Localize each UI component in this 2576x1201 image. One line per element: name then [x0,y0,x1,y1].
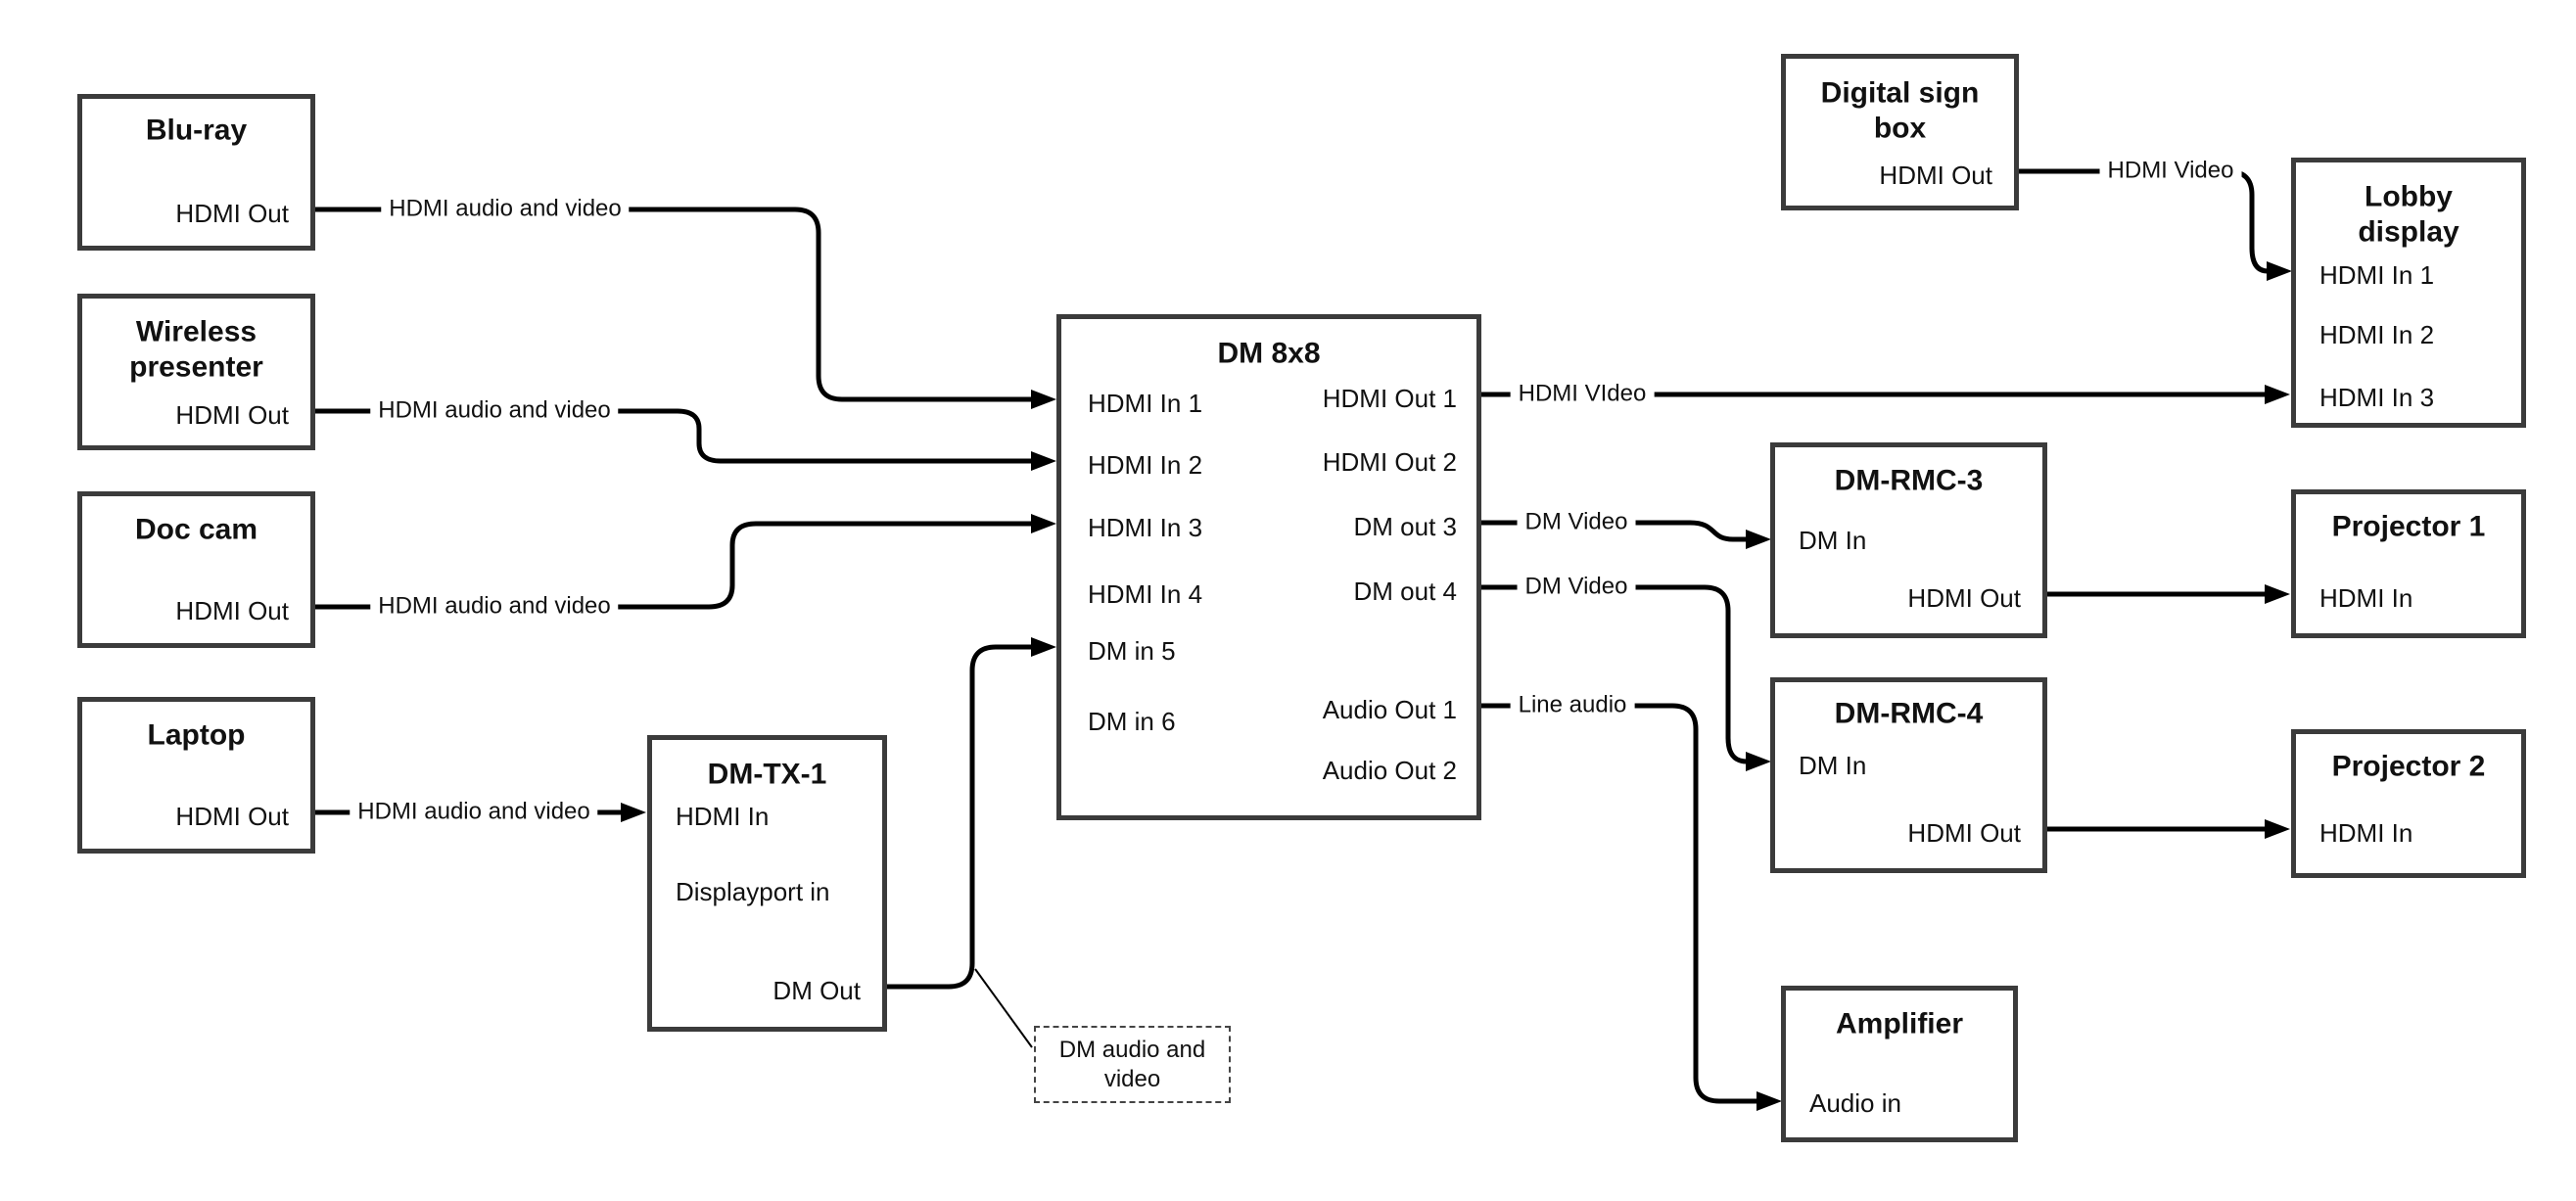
port-dm-out: DM Out [773,975,861,1005]
node-title: presenter [129,350,263,384]
port-displayport-in: Displayport in [676,876,830,906]
note-dm-audio-and-video[interactable]: DM audio and video [1034,1026,1231,1103]
port-dm-in: DM In [1799,525,1867,555]
wire-dmtx1-dmout-to-dm8x8-dm-in-5 [887,637,1056,990]
wire-bluray-to-dm8x8-hdmi-in-1 [315,207,1056,409]
port-hdmi-in: HDMI In [676,801,770,831]
wire-label-hdmi-audio-video: HDMI audio and video [370,592,619,621]
node-dm-8x8[interactable]: DM 8x8 HDMI In 1 HDMI In 2 HDMI In 3 HDM… [1056,314,1481,820]
node-bluray[interactable]: Blu-ray HDMI Out [77,94,315,251]
wire-label-hdmi-audio-video: HDMI audio and video [381,195,630,223]
node-title: display [2358,215,2459,249]
port-hdmi-in-4: HDMI In 4 [1088,578,1203,609]
node-dm-tx-1[interactable]: DM-TX-1 HDMI In Displayport in DM Out [647,735,887,1032]
port-hdmi-in: HDMI In [2319,582,2413,613]
node-title: Projector 2 [2331,750,2486,783]
node-title: Digital sign [1820,76,1980,110]
wire-label-hdmi-video: HDMI Video [2099,157,2242,185]
node-dm-rmc-4[interactable]: DM-RMC-4 DM In HDMI Out [1770,677,2047,873]
node-title: Blu-ray [145,114,248,147]
wire-dm8x8-dm-out-4-to-dmrmc4-dm-in [1481,584,1771,771]
port-hdmi-in-2: HDMI In 2 [2319,319,2435,349]
port-dm-in-6: DM in 6 [1088,706,1176,736]
port-hdmi-out: HDMI Out [175,198,289,228]
node-title: Wireless [135,315,258,348]
port-hdmi-in: HDMI In [2319,817,2413,848]
node-title: DM-RMC-4 [1834,697,1984,730]
wire-label-dm-video: DM Video [1517,573,1636,601]
wire-doccam-to-dm8x8-hdmi-in-3 [315,514,1056,610]
node-title: Doc cam [134,513,258,546]
wire-wireless-to-dm8x8-hdmi-in-2 [315,408,1056,471]
node-projector-1[interactable]: Projector 1 HDMI In [2291,489,2526,638]
wire-label-line-audio: Line audio [1510,691,1635,719]
port-hdmi-in-1: HDMI In 1 [2319,259,2435,290]
node-dm-rmc-3[interactable]: DM-RMC-3 DM In HDMI Out [1770,442,2047,638]
node-title: Amplifier [1835,1007,1964,1040]
port-dm-in: DM In [1799,750,1867,780]
wire-label-dm-video: DM Video [1517,508,1636,536]
wire-label-hdmi-video: HDMI VIdeo [1510,380,1655,408]
port-hdmi-out: HDMI Out [1879,160,1992,190]
node-title: Lobby [2365,180,2453,213]
port-hdmi-out: HDMI Out [1907,817,2021,848]
port-dm-out-3: DM out 3 [1353,511,1458,541]
wire-label-hdmi-audio-video: HDMI audio and video [350,798,598,826]
port-audio-out-1: Audio Out 1 [1322,694,1457,724]
wire-dm8x8-dm-out-3-to-dmrmc3-dm-in [1481,520,1771,549]
note-text-line1: DM audio and [1058,1037,1206,1063]
node-lobby-display[interactable]: Lobby display HDMI In 1 HDMI In 2 HDMI I… [2291,158,2526,428]
port-hdmi-out: HDMI Out [1907,582,2021,613]
port-hdmi-in-3: HDMI In 3 [2319,382,2435,412]
node-title: Projector 1 [2331,510,2486,543]
wire-label-hdmi-audio-video: HDMI audio and video [370,396,619,425]
port-hdmi-out: HDMI Out [175,399,289,430]
node-title: box [1873,112,1927,145]
node-wireless-presenter[interactable]: Wireless presenter HDMI Out [77,294,315,450]
port-hdmi-out: HDMI Out [175,595,289,625]
node-title: DM 8x8 [1217,337,1321,370]
node-projector-2[interactable]: Projector 2 HDMI In [2291,729,2526,878]
wire-digitalsign-to-lobby-hdmi-in-1 [2019,168,2292,281]
node-laptop[interactable]: Laptop HDMI Out [77,697,315,854]
port-audio-out-2: Audio Out 2 [1322,755,1457,785]
port-hdmi-out: HDMI Out [175,801,289,831]
port-hdmi-in-2: HDMI In 2 [1088,449,1203,480]
node-amplifier[interactable]: Amplifier Audio in [1781,986,2018,1142]
node-title: Laptop [147,718,246,752]
port-hdmi-out-2: HDMI Out 2 [1322,446,1457,477]
port-hdmi-out-1: HDMI Out 1 [1322,383,1457,413]
port-dm-out-4: DM out 4 [1353,576,1458,606]
wire-dm8x8-audio-out-1-to-amplifier-audio-in [1481,703,1782,1111]
node-title: DM-RMC-3 [1834,464,1984,497]
node-doc-cam[interactable]: Doc cam HDMI Out [77,491,315,648]
port-audio-in: Audio in [1809,1087,1901,1118]
note-leader-line [974,968,1033,1048]
port-dm-in-5: DM in 5 [1088,635,1176,666]
node-title: DM-TX-1 [707,758,827,791]
note-text-line2: video [1103,1066,1161,1092]
port-hdmi-in-3: HDMI In 3 [1088,512,1203,542]
node-digital-sign-box[interactable]: Digital sign box HDMI Out [1781,54,2019,210]
port-hdmi-in-1: HDMI In 1 [1088,388,1203,418]
